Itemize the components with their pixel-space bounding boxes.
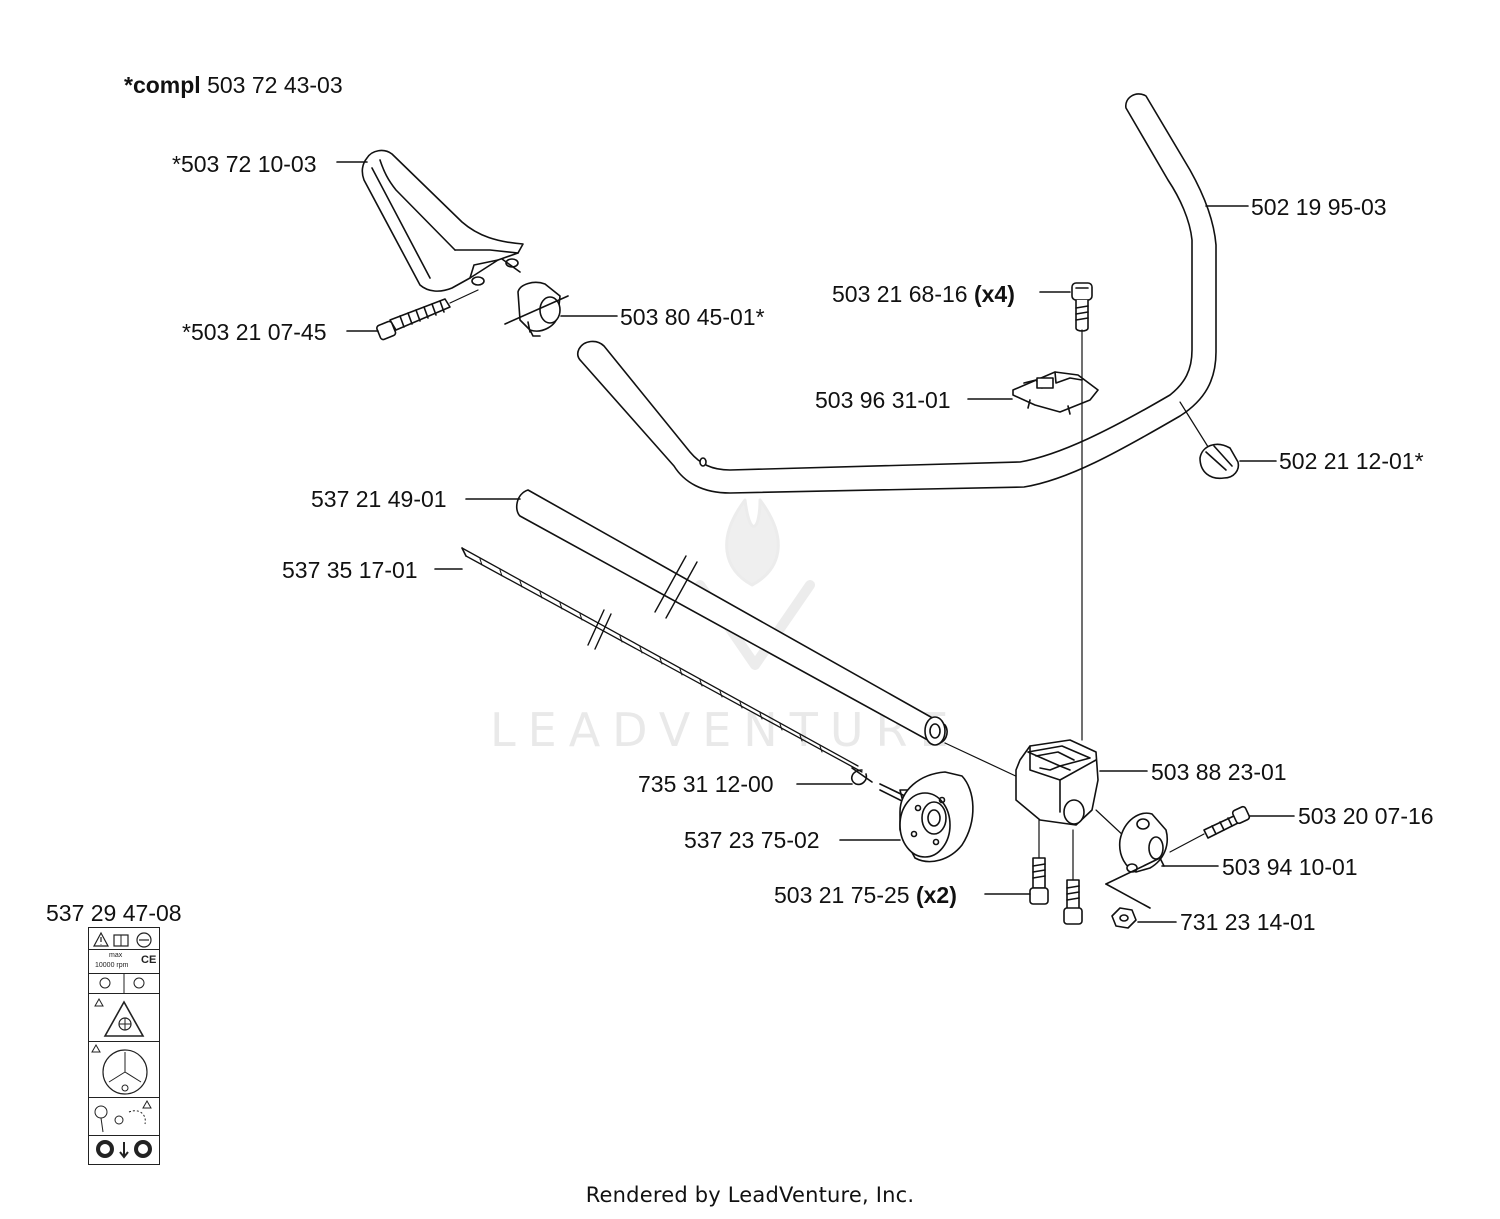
decal-row-approvals xyxy=(89,974,159,994)
part-label-537-35-17-01: 537 35 17-01 xyxy=(282,557,418,583)
leadventure-watermark: LEADVENTURE xyxy=(490,703,961,757)
footer-credit: Rendered by LeadVenture, Inc. xyxy=(585,1183,915,1207)
handle-grip-part xyxy=(361,149,524,292)
decal-warning-icons xyxy=(92,931,152,948)
warning-decal: max 10000 rpm CE xyxy=(88,927,160,1165)
part-label-503-21-75-25: 503 21 75-25 (x2) xyxy=(774,882,957,908)
part-label-503-72-10-03: *503 72 10-03 xyxy=(172,151,317,177)
knob-part xyxy=(1199,443,1240,480)
part-label-503-94-10-01: 503 94 10-01 xyxy=(1222,854,1358,880)
part-label-503-21-68-16: 503 21 68-16 (x4) xyxy=(832,281,1015,307)
bracket-part xyxy=(1105,812,1168,909)
quantity-x2: (x2) xyxy=(915,882,957,908)
part-label-537-23-75-02: 537 23 75-02 xyxy=(684,827,820,853)
decal-row-blade-warning xyxy=(89,994,159,1042)
decal-row-warning-symbols xyxy=(89,928,159,950)
decal-rpm-text: 10000 rpm xyxy=(95,962,129,969)
screws-x2-part xyxy=(1029,819,1083,925)
loop-handle-bar-part xyxy=(576,93,1217,494)
screw-x4-part xyxy=(1071,282,1093,332)
part-label-503-96-31-01: 503 96 31-01 xyxy=(815,387,951,413)
decal-distance-icon xyxy=(91,1043,148,1095)
part-label-502-21-12-01: 502 21 12-01* xyxy=(1279,448,1424,474)
shaft-tube-part xyxy=(515,489,1021,779)
decal-row-distance-diagram xyxy=(89,1042,159,1098)
nut-part xyxy=(1111,907,1137,929)
decal-row-rpm: max 10000 rpm CE xyxy=(89,950,159,974)
retaining-clip-part xyxy=(850,767,873,786)
complete-assembly-label: *compl 503 72 43-03 xyxy=(124,72,343,98)
part-label-503-21-07-45: *503 21 07-45 xyxy=(182,319,327,345)
decal-row-protection xyxy=(89,1098,159,1136)
decal-protection-icon xyxy=(94,1099,152,1133)
decal-approval-icons xyxy=(99,974,145,994)
quantity-x4: (x4) xyxy=(973,281,1015,307)
part-number-503-21-75-25: 503 21 75-25 xyxy=(774,882,910,908)
long-screw-part xyxy=(376,289,479,341)
compl-number: 503 72 43-03 xyxy=(207,72,343,98)
part-label-503-80-45-01: 503 80 45-01* xyxy=(620,304,765,330)
decal-blade-warning-icon xyxy=(94,997,145,1037)
decal-fuel-icon xyxy=(96,1140,152,1159)
small-clamp-part xyxy=(504,281,569,337)
part-label-503-20-07-16: 503 20 07-16 xyxy=(1298,803,1434,829)
clamp-plate-part xyxy=(1012,371,1099,415)
part-label-503-88-23-01: 503 88 23-01 xyxy=(1151,759,1287,785)
part-label-502-19-95-03: 502 19 95-03 xyxy=(1251,194,1387,220)
decal-row-fuel xyxy=(89,1136,159,1162)
part-label-731-23-14-01: 731 23 14-01 xyxy=(1180,909,1316,935)
part-label-537-29-47-08: 537 29 47-08 xyxy=(46,900,182,926)
part-label-537-21-49-01: 537 21 49-01 xyxy=(311,486,447,512)
decal-max-text: max xyxy=(109,952,123,959)
part-label-735-31-12-00: 735 31 12-00 xyxy=(638,771,774,797)
small-screw-part xyxy=(1169,805,1251,853)
compl-bold-text: *compl xyxy=(124,72,201,98)
clamp-housing-part xyxy=(1015,739,1127,839)
decal-ce-text: CE xyxy=(141,954,157,966)
part-number-503-21-68-16: 503 21 68-16 xyxy=(832,281,968,307)
clutch-drum-part xyxy=(879,771,974,863)
drive-shaft-part xyxy=(461,547,863,773)
